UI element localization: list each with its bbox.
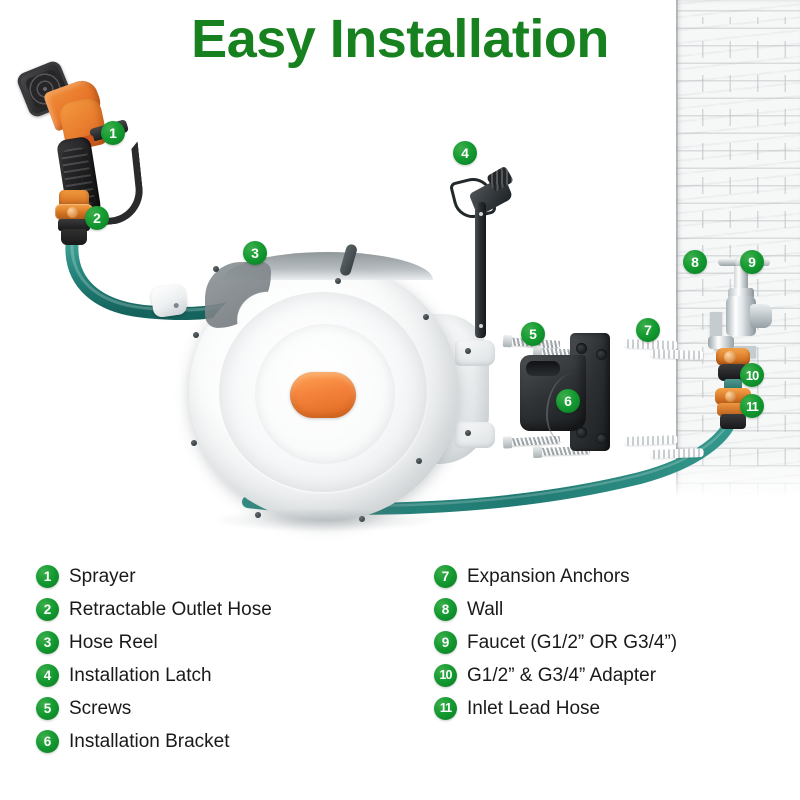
legend-badge-5: 5 — [36, 697, 59, 720]
reel-drop-shadow — [210, 508, 440, 532]
inlet-connector-knob — [725, 391, 736, 402]
faucet-nut — [728, 288, 754, 299]
callout-badge-7[interactable]: 7 — [636, 318, 660, 342]
connector-mid — [58, 219, 90, 231]
callout-badge-9[interactable]: 9 — [740, 250, 764, 274]
legend-item-6: 6 Installation Bracket — [36, 725, 272, 758]
latch-rod — [475, 202, 486, 338]
legend-label-10: G1/2” & G3/4” Adapter — [467, 664, 657, 686]
bracket-hole — [596, 433, 607, 444]
reel-screw — [191, 440, 197, 446]
legend-label-6: Installation Bracket — [69, 730, 230, 752]
legend-label-4: Installation Latch — [69, 664, 212, 686]
reel-screw — [335, 278, 341, 284]
legend-label-5: Screws — [69, 697, 132, 719]
faucet-stem — [734, 266, 748, 292]
legend-badge-2: 2 — [36, 598, 59, 621]
legend-badge-8: 8 — [434, 598, 457, 621]
legend-badge-10: 10 — [434, 664, 457, 687]
reel-screw — [359, 516, 365, 522]
legend-item-4: 4 Installation Latch — [36, 659, 272, 692]
expansion-anchor — [623, 435, 679, 446]
connector-knob — [67, 207, 78, 218]
connector-top — [59, 190, 89, 206]
reel-screw — [423, 314, 429, 320]
callout-badge-4[interactable]: 4 — [453, 141, 477, 165]
legend-column-left: 1 Sprayer 2 Retractable Outlet Hose 3 Ho… — [36, 560, 272, 758]
bracket-contour — [546, 373, 594, 443]
outlet-hose-connector[interactable] — [53, 190, 95, 250]
legend-label-3: Hose Reel — [69, 631, 158, 653]
bracket-hole — [596, 349, 607, 360]
legend-item-2: 2 Retractable Outlet Hose — [36, 593, 272, 626]
legend-item-9: 9 Faucet (G1/2” OR G3/4”) — [434, 626, 677, 659]
installation-bracket[interactable] — [520, 333, 610, 451]
faucet-outlet — [708, 336, 734, 349]
brick-wall-fade — [676, 455, 800, 505]
reel-screw — [255, 512, 261, 518]
faucet[interactable] — [700, 255, 780, 368]
reel-mount-arm-bottom — [455, 422, 495, 448]
installation-latch[interactable] — [448, 160, 515, 340]
inlet-connector-base — [720, 414, 746, 429]
callout-badge-8[interactable]: 8 — [683, 250, 707, 274]
page-title: Easy Installation — [191, 9, 609, 69]
legend-badge-6: 6 — [36, 730, 59, 753]
reel-screw — [193, 332, 199, 338]
legend-badge-9: 9 — [434, 631, 457, 654]
reel-screw — [465, 430, 471, 436]
legend-item-5: 5 Screws — [36, 692, 272, 725]
callout-badge-1[interactable]: 1 — [101, 121, 125, 145]
reel-screw — [416, 458, 422, 464]
legend-item-3: 3 Hose Reel — [36, 626, 272, 659]
connector-bottom — [61, 229, 87, 245]
legend-label-7: Expansion Anchors — [467, 565, 630, 587]
legend-column-right: 7 Expansion Anchors 8 Wall 9 Faucet (G1/… — [434, 560, 677, 725]
legend-badge-4: 4 — [36, 664, 59, 687]
legend: 1 Sprayer 2 Retractable Outlet Hose 3 Ho… — [0, 560, 800, 800]
reel-screw — [465, 348, 471, 354]
legend-label-11: Inlet Lead Hose — [467, 697, 601, 719]
reel-mount-arm-top — [455, 340, 495, 366]
callout-badge-11[interactable]: 11 — [740, 394, 764, 418]
legend-item-10: 10 G1/2” & G3/4” Adapter — [434, 659, 677, 692]
legend-badge-3: 3 — [36, 631, 59, 654]
legend-label-1: Sprayer — [69, 565, 136, 587]
bracket-hole — [576, 343, 587, 354]
legend-item-8: 8 Wall — [434, 593, 677, 626]
expansion-anchor — [649, 448, 705, 459]
bracket-hole — [576, 427, 587, 438]
adapter-knob — [724, 351, 736, 363]
legend-item-1: 1 Sprayer — [36, 560, 272, 593]
callout-badge-3[interactable]: 3 — [243, 241, 267, 265]
legend-label-2: Retractable Outlet Hose — [69, 598, 272, 620]
expansion-anchor — [649, 349, 705, 360]
legend-label-9: Faucet (G1/2” OR G3/4”) — [467, 631, 678, 653]
legend-badge-7: 7 — [434, 565, 457, 588]
hose-reel[interactable] — [183, 243, 495, 534]
callout-badge-6[interactable]: 6 — [556, 389, 580, 413]
callout-badge-5[interactable]: 5 — [521, 322, 545, 346]
callout-badge-10[interactable]: 10 — [740, 363, 764, 387]
callout-badge-2[interactable]: 2 — [85, 206, 109, 230]
reel-screw — [213, 266, 219, 272]
legend-item-11: 11 Inlet Lead Hose — [434, 692, 677, 725]
legend-badge-1: 1 — [36, 565, 59, 588]
bracket-slot — [526, 361, 560, 376]
reel-release-button[interactable] — [290, 372, 356, 418]
legend-item-7: 7 Expansion Anchors — [434, 560, 677, 593]
legend-badge-11: 11 — [434, 697, 457, 720]
legend-label-8: Wall — [467, 598, 504, 620]
